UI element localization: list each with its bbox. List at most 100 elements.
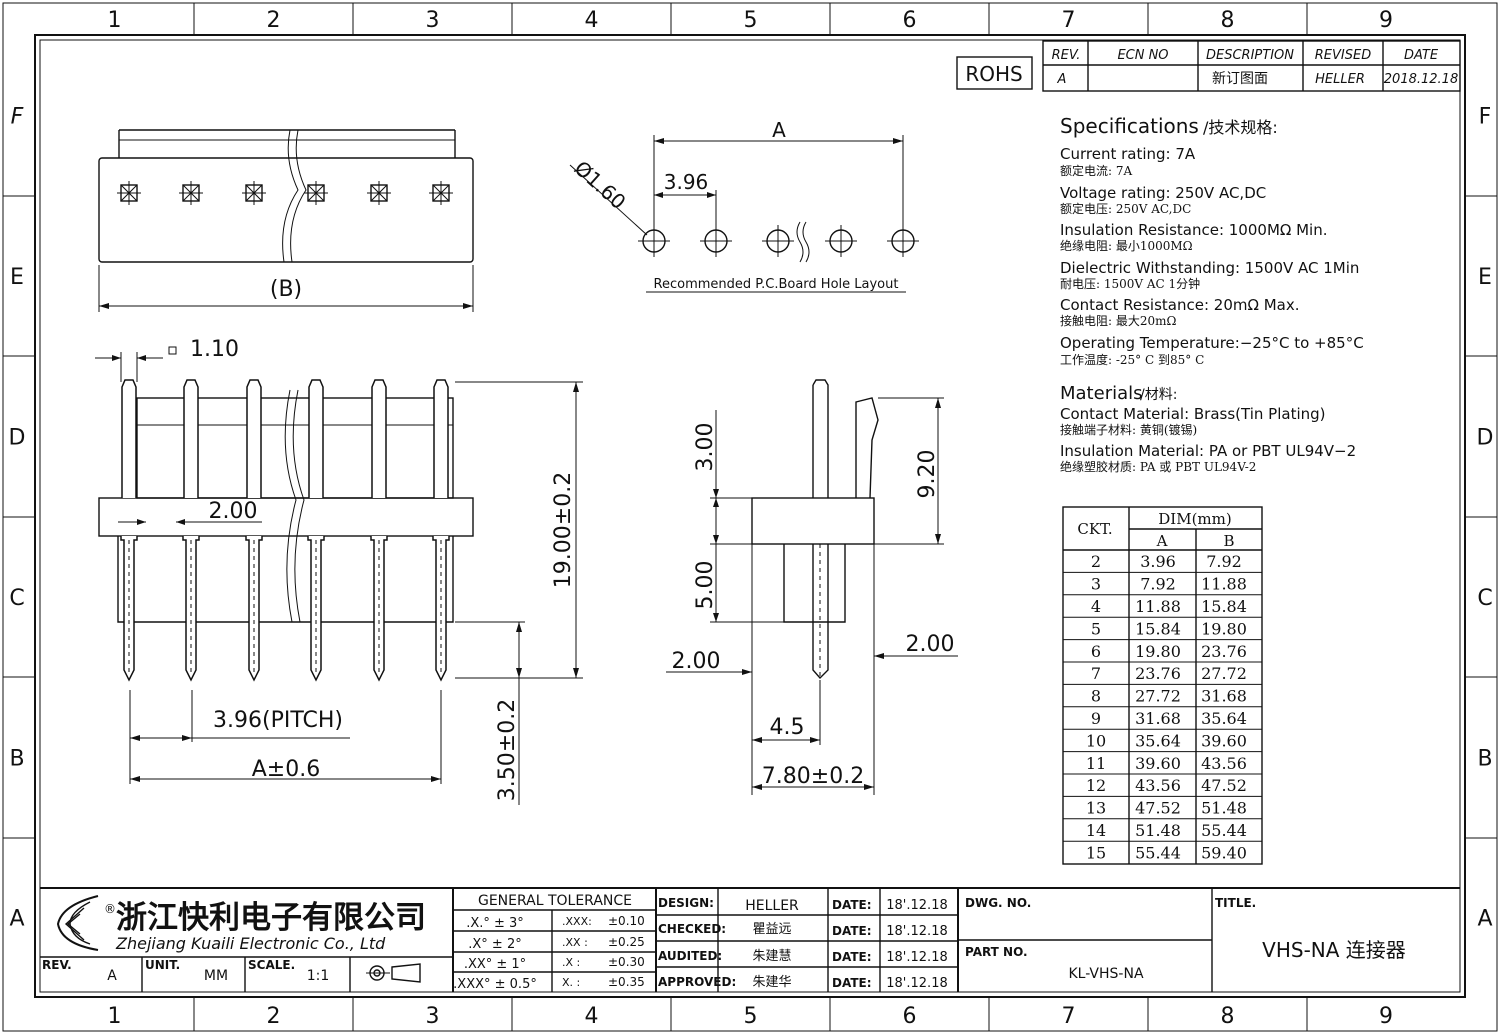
- table-cell: 13: [1086, 799, 1106, 818]
- table-cell: 55.44: [1135, 843, 1181, 862]
- tolerance-angle: .X.° ± 3°: [466, 916, 524, 931]
- hole-diameter-label: Ø1.60: [570, 156, 631, 214]
- checked-date-label: DATE:: [832, 924, 872, 938]
- hole-pitch-label: 3.96: [664, 170, 709, 194]
- pin-width-label: 2.00: [209, 499, 258, 524]
- ecn-header: ECN NO: [1117, 48, 1168, 63]
- pcb-hole-layout: A 3.96 Ø1.60 Recommended P.C.Board Hole …: [570, 118, 919, 293]
- material-item-cn: 绝缘塑胶材质: PA 或 PBT UL94V-2: [1060, 459, 1256, 474]
- pin-upper: [246, 379, 262, 498]
- table-cell: 55.44: [1201, 821, 1247, 840]
- grid-row-label: D: [9, 426, 26, 451]
- grid-col-label: 1: [108, 1004, 122, 1029]
- grid-col-label: 3: [426, 8, 440, 33]
- side-200-left-label: 2.00: [672, 649, 721, 674]
- tolerance-digits: .XXX:: [562, 915, 592, 928]
- revised-value: HELLER: [1315, 72, 1365, 87]
- spec-item-cn: 绝缘电阻: 最小1000MΩ: [1060, 238, 1193, 253]
- spec-item-cn: 额定电流: 7A: [1060, 163, 1132, 178]
- grid-col-label: 3: [426, 1004, 440, 1029]
- checked-label: CHECKED:: [658, 922, 726, 936]
- tolerance-value: ±0.35: [608, 975, 645, 989]
- projection-symbol-icon: [366, 963, 421, 983]
- side-500-label: 5.00: [693, 561, 718, 610]
- table-cell: 7: [1091, 664, 1101, 683]
- a-header: A: [1156, 532, 1168, 550]
- spec-item: Current rating: 7A: [1060, 145, 1196, 163]
- dim-b-label: (B): [270, 277, 302, 302]
- audited-date: 18'.12.18: [886, 950, 947, 965]
- side-45-label: 4.5: [770, 715, 805, 740]
- pin-cross: [370, 184, 388, 202]
- spec-item: Insulation Resistance: 1000MΩ Min.: [1060, 221, 1328, 239]
- spec-item-cn: 接触电阻: 最大20mΩ: [1060, 313, 1177, 328]
- tolerance-title: GENERAL TOLERANCE: [478, 893, 632, 909]
- tolerance-value: ±0.30: [608, 955, 645, 969]
- table-cell: 15: [1086, 843, 1106, 862]
- table-cell: 15.84: [1201, 597, 1247, 616]
- table-cell: 7.92: [1206, 552, 1242, 571]
- table-cell: 6: [1091, 642, 1101, 661]
- materials-title: Materials: [1060, 383, 1143, 404]
- grid-col-label: 7: [1062, 8, 1076, 33]
- table-cell: 43.56: [1201, 754, 1247, 773]
- date-header: DATE: [1404, 48, 1439, 63]
- rohs-box: [956, 56, 1033, 90]
- unit-label: UNIT.: [145, 958, 180, 972]
- b-header: B: [1223, 532, 1234, 550]
- scale-value: 1:1: [307, 968, 330, 984]
- grid-col-label: 8: [1221, 1004, 1235, 1029]
- table-cell: 27.72: [1135, 687, 1181, 706]
- tolerance-value: ±0.10: [608, 914, 645, 928]
- checked-name: 瞿益远: [752, 922, 791, 937]
- grid-col-label: 5: [744, 1004, 758, 1029]
- spec-item-cn: 工作温度: -25° C 到85° C: [1060, 352, 1204, 367]
- grid-row-label: B: [1477, 747, 1492, 772]
- inner-border: [34, 34, 1466, 998]
- design-date: 18'.12.18: [886, 898, 947, 913]
- table-cell: 43.56: [1135, 776, 1181, 795]
- spec-item: Dielectric Withstanding: 1500V AC 1Min: [1060, 259, 1359, 277]
- tolerance-digits: .XX :: [562, 936, 588, 949]
- tolerance-value: ±0.25: [608, 935, 645, 949]
- tolerance-digits: .X :: [562, 956, 580, 969]
- approved-date-label: DATE:: [832, 976, 872, 990]
- table-cell: 47.52: [1201, 776, 1247, 795]
- grid-col-label: 9: [1379, 8, 1393, 33]
- table-cell: 19.80: [1135, 642, 1181, 661]
- grid-row-label: B: [9, 747, 24, 772]
- spec-item: Voltage rating: 250V AC,DC: [1060, 184, 1266, 202]
- part-no-value: KL-VHS-NA: [1068, 966, 1143, 982]
- pin-cross: [182, 184, 200, 202]
- grid-row-label: C: [9, 586, 24, 611]
- approved-label: APPROVED:: [658, 975, 736, 989]
- company-name-en: Zhejiang Kuaili Electronic Co., Ltd: [115, 934, 386, 953]
- a-tolerance-label: A±0.6: [252, 757, 320, 782]
- pin-cross: [307, 184, 325, 202]
- table-cell: 10: [1086, 731, 1106, 750]
- side-300-label: 3.00: [693, 423, 718, 472]
- grid-col-label: 4: [585, 1004, 599, 1029]
- grid-row-label: D: [1477, 426, 1494, 451]
- audited-label: AUDITED:: [658, 949, 722, 963]
- pin-square-label: 1.10: [190, 337, 239, 362]
- rev-label: REV.: [42, 958, 72, 972]
- side-view: 3.00 5.00 9.20 2.00 2.00 4.5 7.80±0.2: [666, 379, 958, 795]
- table-cell: 3.96: [1140, 552, 1176, 571]
- approved-name: 朱建华: [752, 975, 791, 990]
- design-date-label: DATE:: [832, 898, 872, 912]
- tolerance-angle: .XXX° ± 0.5°: [453, 977, 537, 992]
- specifications-title: Specifications: [1060, 114, 1199, 138]
- unit-value: MM: [204, 968, 228, 984]
- pin-cross: [120, 184, 138, 202]
- audited-date-label: DATE:: [832, 950, 872, 964]
- tolerance-digits: X. :: [562, 976, 580, 989]
- table-cell: 11: [1086, 754, 1106, 773]
- rohs-label: ROHS: [965, 62, 1022, 86]
- table-cell: 35.64: [1135, 731, 1181, 750]
- rev-value: A: [107, 968, 117, 984]
- table-cell: 4: [1091, 597, 1101, 616]
- grid-col-label: 6: [903, 1004, 917, 1029]
- top-view: (B): [98, 129, 474, 312]
